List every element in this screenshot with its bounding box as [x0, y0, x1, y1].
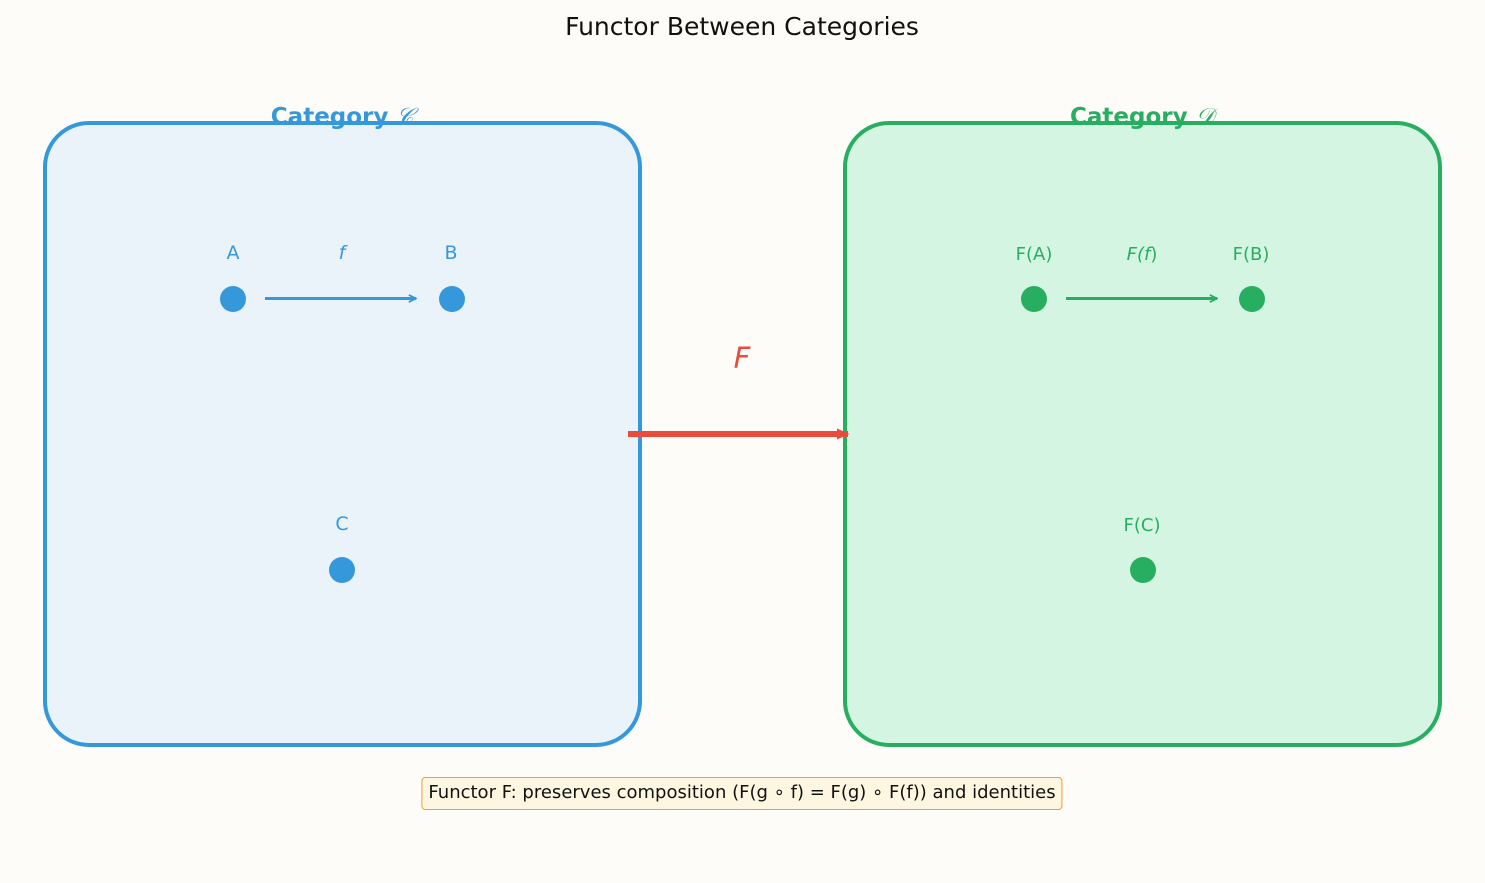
functor-label: F [734, 341, 752, 375]
category-c-title: Category 𝒞 [271, 104, 420, 130]
morphism-f-label: f [339, 242, 349, 264]
morphism-ff-label-suffix: ) [1150, 244, 1157, 265]
category-c-box [43, 121, 642, 747]
morphism-ff-label: F(f) [1127, 244, 1158, 265]
category-c-title-label: Category [271, 104, 389, 130]
functor-caption: Functor F: preserves composition (F(g ∘ … [421, 777, 1063, 810]
object-b-node [439, 286, 465, 312]
object-fc-node [1130, 557, 1156, 583]
object-fb-node [1239, 286, 1265, 312]
category-d-title: Category 𝒟 [1070, 104, 1219, 130]
object-a-label: A [227, 242, 240, 264]
object-c-label: C [335, 513, 348, 535]
object-b-label: B [444, 242, 457, 264]
morphism-ff-label-prefix: F( [1127, 244, 1145, 265]
object-c-node [329, 557, 355, 583]
object-a-node [220, 286, 246, 312]
object-fa-node [1021, 286, 1047, 312]
diagram-title: Functor Between Categories [565, 12, 919, 41]
object-fa-label: F(A) [1016, 244, 1053, 265]
category-d-title-label: Category [1070, 104, 1188, 130]
object-fb-label: F(B) [1233, 244, 1270, 265]
category-d-title-symbol: 𝒟 [1196, 104, 1219, 130]
morphism-ff-label-var: f [1144, 244, 1153, 265]
object-fc-label: F(C) [1124, 515, 1161, 536]
category-d-box [843, 121, 1442, 747]
